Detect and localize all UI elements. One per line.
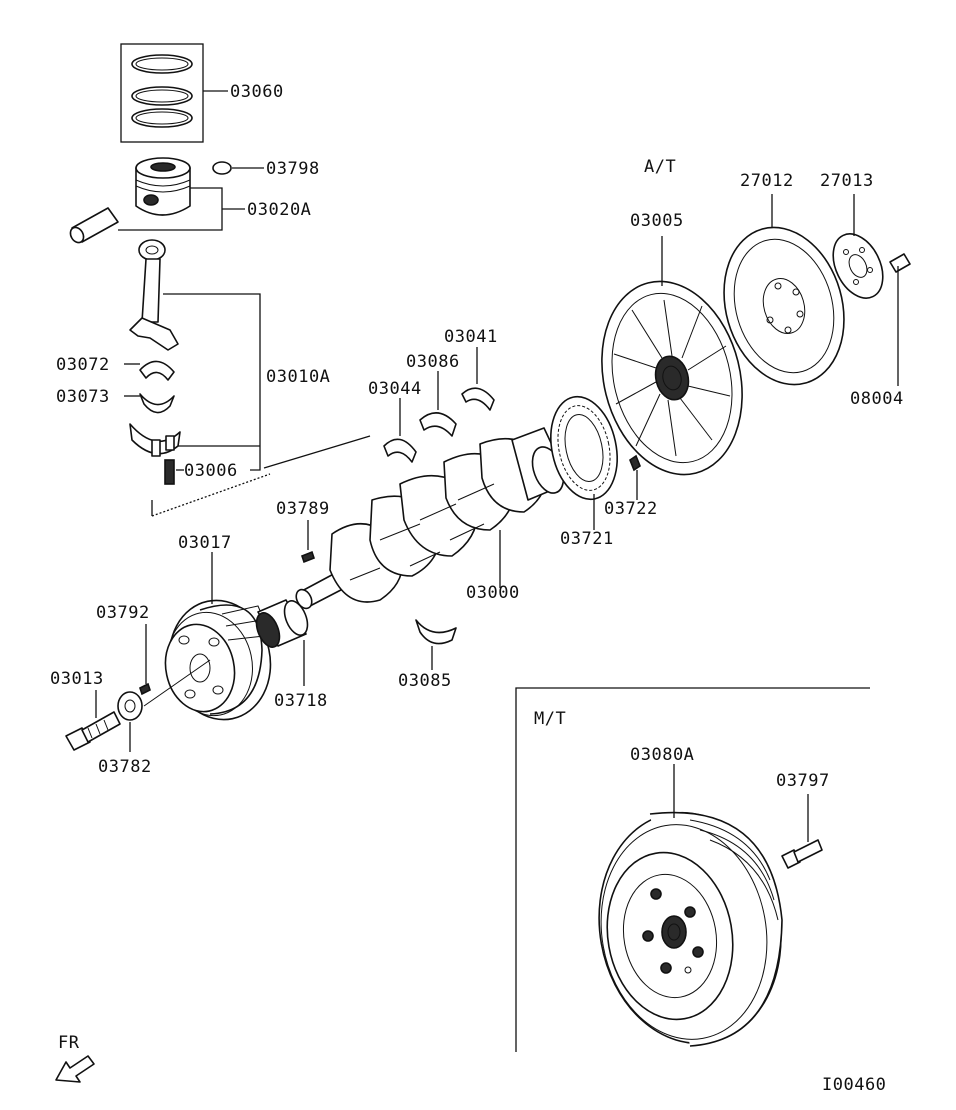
label-03013: 03013 (50, 669, 104, 689)
label-03005: 03005 (630, 211, 684, 231)
rear-oil-seal-plate[interactable] (542, 390, 626, 505)
label-03798: 03798 (266, 159, 320, 179)
rod-cap[interactable] (129, 423, 181, 457)
snap-ring[interactable] (212, 161, 232, 175)
crankshaft[interactable] (293, 427, 569, 611)
label-03722: 03722 (604, 499, 658, 519)
rod-nut[interactable] (164, 459, 175, 485)
label-03797: 03797 (776, 771, 830, 791)
variant-at-label: A/T (644, 157, 676, 177)
front-oil-seal[interactable] (252, 598, 312, 651)
label-03006: 03006 (184, 461, 238, 481)
main-bearing-03085[interactable] (415, 619, 457, 645)
rod-bearing-lower[interactable] (139, 393, 175, 414)
drive-plate-bolt[interactable] (889, 253, 911, 300)
label-03782: 03782 (98, 757, 152, 777)
dowel-pin[interactable] (629, 454, 641, 472)
piston-pin[interactable] (68, 207, 119, 245)
label-03080A: 03080A (630, 745, 694, 765)
label-03721: 03721 (560, 529, 614, 549)
flywheel[interactable] (581, 798, 799, 1058)
label-27012: 27012 (740, 171, 794, 191)
label-03072: 03072 (56, 355, 110, 375)
reinforcing-plate[interactable] (823, 226, 892, 306)
label-03073: 03073 (56, 387, 110, 407)
piston-rings[interactable] (120, 43, 204, 143)
label-03010A: 03010A (266, 367, 330, 387)
variant-mt-label: M/T (534, 709, 566, 729)
label-03041: 03041 (444, 327, 498, 347)
label-03044: 03044 (368, 379, 422, 399)
flywheel-bolt[interactable] (781, 839, 823, 869)
woodruff-key[interactable] (301, 550, 315, 564)
front-direction-arrow-icon (55, 1055, 95, 1083)
connecting-rod[interactable] (129, 239, 179, 351)
label-03020A: 03020A (247, 200, 311, 220)
figure-code: I00460 (822, 1075, 886, 1095)
main-bearing-03086[interactable] (419, 412, 457, 437)
label-03000: 03000 (466, 583, 520, 603)
drive-plate[interactable] (582, 266, 761, 489)
crankshaft-pulley[interactable] (158, 591, 282, 729)
front-direction-label: FR (58, 1033, 80, 1053)
label-08004: 08004 (850, 389, 904, 409)
label-03085: 03085 (398, 671, 452, 691)
thrust-bearing-03041[interactable] (461, 387, 495, 411)
pulley-key[interactable] (139, 682, 151, 696)
label-03789: 03789 (276, 499, 330, 519)
piston[interactable] (135, 157, 191, 216)
label-03017: 03017 (178, 533, 232, 553)
label-03086: 03086 (406, 352, 460, 372)
label-03792: 03792 (96, 603, 150, 623)
thrust-bearing-03044[interactable] (383, 438, 417, 463)
label-27013: 27013 (820, 171, 874, 191)
pulley-bolt[interactable] (65, 711, 121, 751)
rod-bearing-upper[interactable] (139, 360, 175, 381)
label-03718: 03718 (274, 691, 328, 711)
pulley-washer[interactable] (117, 691, 143, 721)
label-03060: 03060 (230, 82, 284, 102)
adapter-plate[interactable] (706, 213, 862, 399)
